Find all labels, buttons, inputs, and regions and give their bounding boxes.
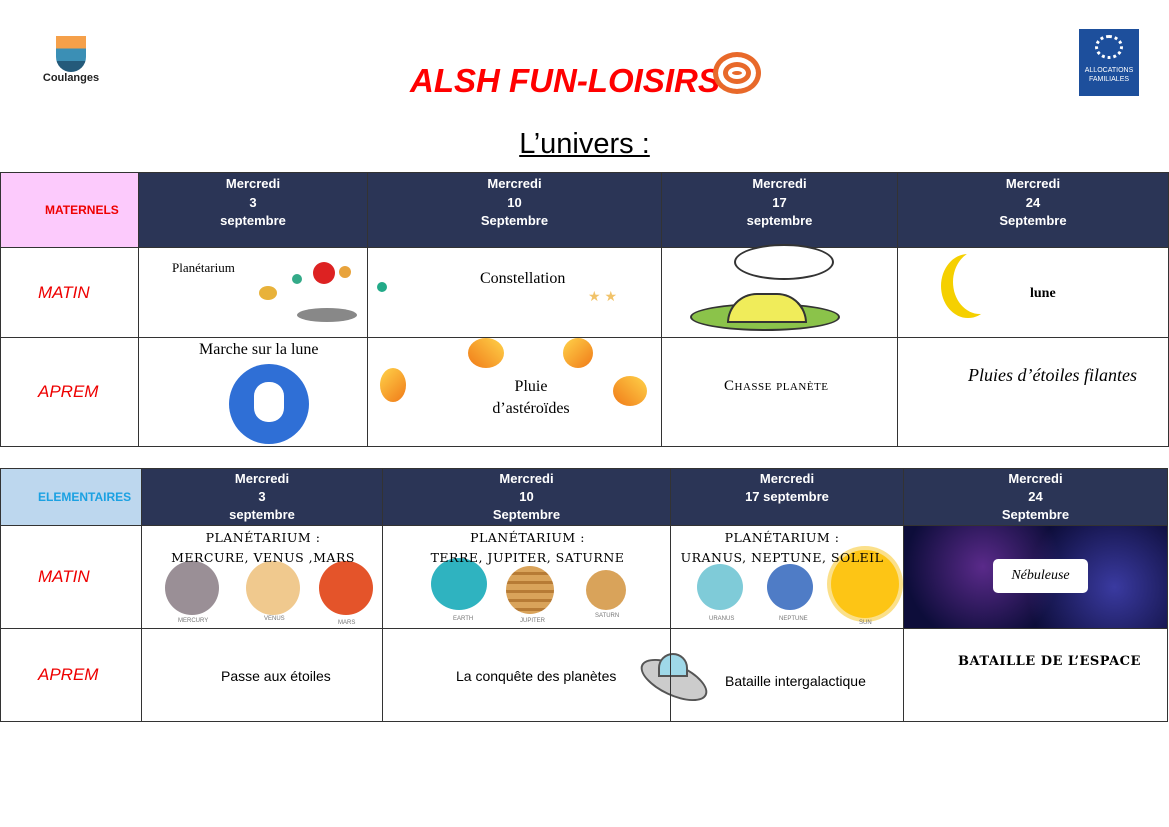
activity-cell: Pluie d’astéroïdes	[367, 337, 662, 447]
row-label-matin: MATIN	[0, 525, 142, 629]
activity-cell: EARTH JUPITER SATURN PLANÉTARIUM :TERRE,…	[382, 525, 671, 629]
saturn-planet	[586, 570, 626, 610]
jupiter-planet	[506, 566, 554, 614]
moon-icon	[953, 250, 1007, 314]
activity-cell: Chasse planète	[661, 337, 898, 447]
astronaut-icon	[229, 364, 309, 444]
mercury-planet	[165, 561, 219, 615]
page-title: ALSH FUN-LOISIRS	[410, 62, 720, 99]
asteroid-icon	[563, 338, 593, 368]
coulanges-logo: Coulanges	[38, 36, 104, 94]
sun-planet	[831, 550, 899, 618]
row-label-aprem: APREM	[0, 628, 142, 722]
activity-cell: lune	[897, 247, 1169, 338]
activity-cell: Constellation ★ ★	[367, 247, 662, 338]
earth-planet	[431, 558, 487, 610]
activity-cell: MERCURY VENUS MARS PLANÉTARIUM :MERCURE,…	[141, 525, 383, 629]
spiral-icon	[713, 52, 761, 94]
mars-planet	[319, 561, 373, 615]
star-icon: ★ ★	[588, 288, 617, 304]
neptune-planet	[767, 564, 813, 610]
activity-cell: Marche sur la lune	[138, 337, 368, 447]
activity-cell: URANUS NEPTUNE SUN PLANÉTARIUM :URANUS, …	[670, 525, 904, 629]
orrery-icon	[257, 258, 397, 328]
elementaires-label: ELEMENTAIRES	[0, 468, 142, 526]
activity-cell	[661, 244, 898, 338]
maternels-label: MATERNELS	[0, 172, 139, 248]
asteroid-icon	[468, 338, 504, 368]
venus-planet	[246, 561, 300, 615]
row-label-aprem: APREM	[0, 337, 139, 447]
activity-cell: La conquête des planètes	[382, 628, 714, 722]
row-label-matin: MATIN	[0, 247, 139, 338]
asteroid-icon	[380, 368, 406, 402]
activity-cell: Pluies d’étoiles filantes	[897, 337, 1169, 447]
activity-cell: BATAILLE DE L’ESPACE	[903, 628, 1168, 722]
activity-cell: Nébuleuse	[903, 525, 1168, 629]
asteroid-icon	[613, 376, 647, 406]
page-subtitle: L’univers :	[519, 128, 650, 160]
nebuleuse-label: Nébuleuse	[993, 559, 1088, 593]
activity-cell: Planétarium	[138, 247, 387, 338]
uranus-planet	[697, 564, 743, 610]
caf-logo: ALLOCATIONS FAMILIALES	[1079, 29, 1139, 96]
activity-cell: Passe aux étoiles	[141, 628, 383, 722]
activity-cell: Bataille intergalactique	[670, 628, 904, 722]
